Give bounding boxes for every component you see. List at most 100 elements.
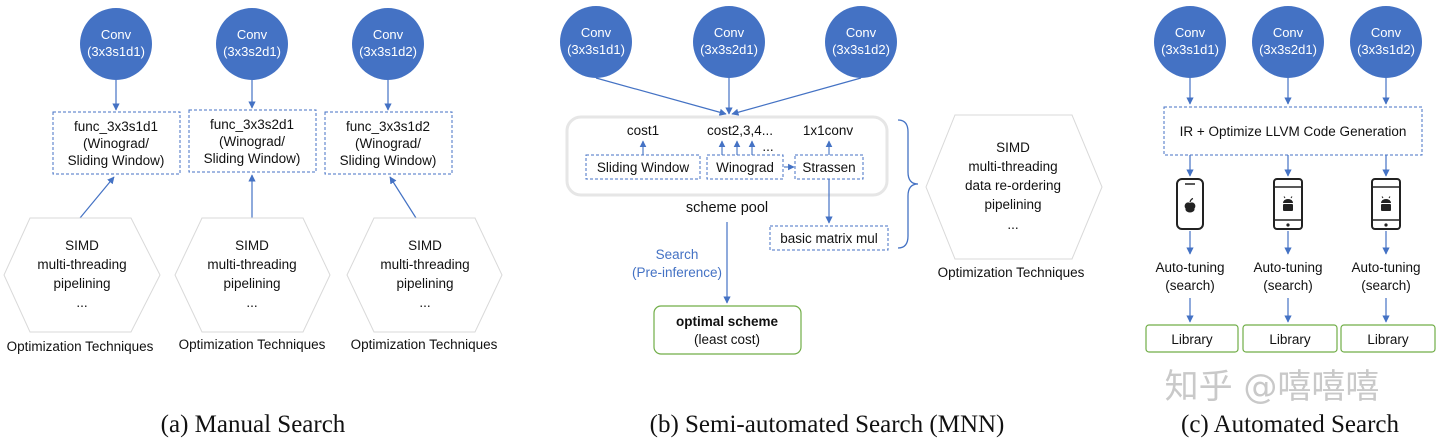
library-box: Library [1340, 324, 1436, 353]
conv-node: Conv (3x3s2d1) [1252, 6, 1324, 78]
search-label: Search [656, 247, 699, 262]
conv-node: Conv (3x3s2d1) [693, 6, 765, 78]
tuning-label: Auto-tuning [1351, 260, 1420, 275]
conv-label: Conv [846, 25, 877, 40]
technique-item: pipelining [223, 276, 280, 291]
conv-label: Conv [1175, 25, 1206, 40]
func-box: func_3x3s1d2 (Winograd/ Sliding Window) [324, 111, 453, 175]
conv-node: Conv (3x3s1d2) [352, 8, 424, 80]
ir-label: IR + Optimize LLVM Code Generation [1180, 124, 1407, 139]
func-box: func_3x3s1d1 (Winograd/ Sliding Window) [52, 111, 181, 175]
func-line2: (Winograd/ [355, 136, 421, 151]
technique-item: pipelining [396, 276, 453, 291]
conv-params: (3x3s1d2) [832, 42, 890, 57]
panel-c: Conv (3x3s1d1) Conv (3x3s2d1) Conv (3x3s… [1145, 6, 1436, 438]
technique-hexagon: SIMD multi-threading pipelining ... [346, 217, 503, 333]
func-line3: Sliding Window) [204, 151, 301, 166]
func-line2: (Winograd/ [219, 134, 285, 149]
scheme-pool-box [565, 115, 889, 197]
conv-node: Conv (3x3s1d1) [1154, 6, 1226, 78]
brace [897, 119, 919, 249]
conv-params: (3x3s1d2) [359, 44, 417, 59]
tuning-label: Auto-tuning [1253, 260, 1322, 275]
conv-label: Conv [714, 25, 745, 40]
android-icon [1283, 196, 1293, 211]
panel-a: Conv (3x3s1d1) Conv (3x3s2d1) Conv (3x3s… [3, 8, 503, 438]
scheme-label: Strassen [802, 160, 855, 175]
technique-item: SIMD [235, 238, 269, 253]
technique-item: SIMD [408, 238, 442, 253]
cost-label: cost2,3,4... [707, 123, 773, 138]
technique-item: multi-threading [968, 159, 1057, 174]
library-label: Library [1269, 332, 1311, 347]
technique-item: multi-threading [380, 257, 469, 272]
tuning-label: Auto-tuning [1155, 260, 1224, 275]
scheme-label: Sliding Window [597, 160, 690, 175]
func-box: func_3x3s2d1 (Winograd/ Sliding Window) [188, 109, 317, 173]
func-name: func_3x3s2d1 [210, 117, 294, 132]
tuning-sub-label: (search) [1165, 278, 1215, 293]
conv-params: (3x3s1d1) [567, 42, 625, 57]
technique-item: data re-ordering [965, 178, 1061, 193]
arrow [79, 176, 115, 219]
technique-item: pipelining [984, 197, 1041, 212]
library-box: Library [1145, 324, 1239, 353]
technique-hexagon: SIMD multi-threading pipelining ... [174, 217, 331, 333]
func-line3: Sliding Window) [68, 153, 165, 168]
conv-node: Conv (3x3s2d1) [216, 8, 288, 80]
technique-item: pipelining [53, 276, 110, 291]
conv-label: Conv [237, 27, 268, 42]
matrix-mul-label: basic matrix mul [780, 231, 878, 246]
library-label: Library [1171, 332, 1213, 347]
iphone-icon [1176, 178, 1204, 230]
scheme-box: Winograd [706, 154, 784, 180]
conv-label: Conv [1371, 25, 1402, 40]
tuning-sub-label: (search) [1263, 278, 1313, 293]
panel-b-caption: (b) Semi-automated Search (MNN) [650, 411, 1005, 438]
matrix-mul-box: basic matrix mul [769, 225, 889, 251]
technique-item: multi-threading [37, 257, 126, 272]
conv-params: (3x3s1d1) [87, 44, 145, 59]
arrow [731, 77, 862, 116]
conv-label: Conv [1273, 25, 1304, 40]
scheme-pool-label: scheme pool [686, 200, 768, 216]
optimal-scheme-title: optimal scheme [676, 314, 779, 329]
tech-label: Optimization Techniques [351, 337, 498, 352]
conv-node: Conv (3x3s1d1) [560, 6, 632, 78]
technique-item: SIMD [996, 140, 1030, 155]
arrow [595, 77, 727, 116]
func-line3: Sliding Window) [340, 153, 437, 168]
panel-b: Conv (3x3s1d1) Conv (3x3s2d1) Conv (3x3s… [560, 6, 1103, 438]
ir-box: IR + Optimize LLVM Code Generation [1163, 106, 1423, 156]
func-line2: (Winograd/ [83, 136, 149, 151]
conv-label: Conv [101, 27, 132, 42]
func-name: func_3x3s1d1 [74, 119, 158, 134]
conv-params: (3x3s1d1) [1161, 42, 1219, 57]
conv-node: Conv (3x3s1d2) [1350, 6, 1422, 78]
technique-item: ... [419, 295, 430, 310]
optimal-scheme-box: optimal scheme (least cost) [653, 305, 802, 355]
technique-item: ... [76, 295, 87, 310]
technique-item: ... [246, 295, 257, 310]
tuning-sub-label: (search) [1361, 278, 1411, 293]
technique-hexagon: SIMD multi-threading data re-ordering pi… [925, 114, 1103, 260]
arrow [389, 176, 417, 219]
cost-label: cost1 [627, 123, 659, 138]
technique-item: ... [1007, 217, 1018, 232]
cost-label: 1x1conv [803, 123, 854, 138]
conv-node: Conv (3x3s1d1) [80, 8, 152, 80]
technique-item: multi-threading [207, 257, 296, 272]
watermark: 知乎 @嘻嘻嘻 [1165, 367, 1380, 407]
scheme-label: Winograd [716, 160, 774, 175]
conv-node: Conv (3x3s1d2) [825, 6, 897, 78]
android-icon [1381, 196, 1391, 211]
tech-label: Optimization Techniques [7, 339, 154, 354]
conv-params: (3x3s2d1) [1259, 42, 1317, 57]
ellipsis: ... [762, 139, 773, 154]
android-phone-icon [1371, 178, 1401, 230]
panel-a-caption: (a) Manual Search [161, 411, 346, 438]
func-name: func_3x3s1d2 [346, 119, 430, 134]
conv-params: (3x3s2d1) [223, 44, 281, 59]
library-box: Library [1242, 324, 1338, 353]
